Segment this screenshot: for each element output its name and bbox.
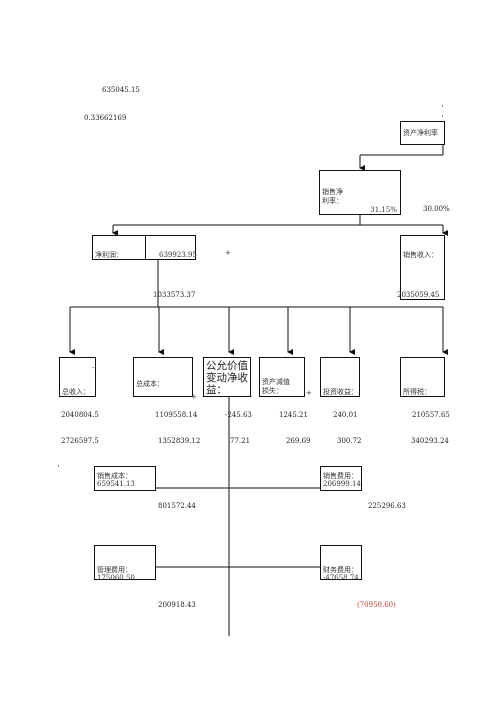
total-cost-box: 总成本： bbox=[133, 357, 193, 397]
net-margin-value: 31.15% bbox=[370, 206, 397, 214]
top-value-2: 0.33662169 bbox=[84, 114, 127, 122]
roa-label: 资产净利率 bbox=[403, 129, 438, 137]
net-profit-value: 639923.95 bbox=[159, 251, 197, 259]
selling-expense-value: 206999.14 bbox=[323, 480, 361, 488]
total-income-label: 总收入： bbox=[62, 388, 90, 396]
impairment-box: 资产减值 损失： bbox=[259, 357, 305, 397]
impairment-current: 1245.21 bbox=[279, 411, 308, 419]
admin-expense-label: 管理费用： bbox=[97, 566, 132, 574]
net-profit-prior: 1033573.37 bbox=[153, 291, 196, 299]
minus-operator-1: - bbox=[92, 364, 95, 372]
cost-of-sales-label: 销售成本： bbox=[97, 472, 132, 480]
cost-of-sales-value: 659541.13 bbox=[97, 480, 135, 488]
finance-expense-prior: (70950.60) bbox=[357, 601, 396, 609]
total-income-prior: 2726597.5 bbox=[61, 437, 99, 445]
net-profit-box: 净利润： 639923.95 bbox=[92, 235, 197, 260]
finance-expense-value: -47658.74 bbox=[323, 574, 359, 582]
impairment-label: 资产减值 损失： bbox=[262, 378, 290, 395]
investment-label: 投资收益： bbox=[323, 388, 358, 396]
minus-operator-3: - bbox=[358, 389, 361, 397]
sales-prior: 2035059.45 bbox=[397, 291, 440, 299]
fair-value-box: 公允价值 变动净收 益： bbox=[203, 357, 251, 397]
admin-expense-prior: 200918.43 bbox=[158, 601, 196, 609]
income-tax-current: 210557.65 bbox=[412, 411, 450, 419]
admin-expense-value: 175060.50 bbox=[97, 574, 135, 582]
finance-expense-label: 财务费用： bbox=[323, 566, 358, 574]
fair-value-current: -245.63 bbox=[225, 411, 252, 419]
cost-of-sales-prior: 801572.44 bbox=[158, 502, 196, 510]
finance-expense-box: 财务费用： -47658.74 bbox=[320, 545, 362, 582]
selling-expense-box: 销售费用： 206999.14 bbox=[320, 466, 362, 491]
roa-box: 资产净利率 bbox=[400, 121, 445, 145]
net-margin-box: 销售净 利率： 31.15% bbox=[319, 170, 401, 215]
total-income-box: 总收入： bbox=[59, 357, 96, 397]
selling-expense-prior: 225296.63 bbox=[368, 502, 406, 510]
total-cost-prior: 1352839.12 bbox=[158, 437, 201, 445]
impairment-prior: 269.69 bbox=[286, 437, 311, 445]
investment-prior: 300.72 bbox=[337, 437, 362, 445]
investment-box: 投资收益： bbox=[320, 357, 360, 397]
plus-operator-3: + bbox=[306, 389, 312, 397]
sales-box: 销售收入： bbox=[400, 235, 445, 300]
minus-operator-2: - bbox=[250, 393, 253, 401]
income-tax-box: 所得税： bbox=[400, 357, 445, 397]
net-margin-label: 销售净 利率： bbox=[322, 188, 343, 205]
total-cost-current: 1109558.14 bbox=[155, 411, 198, 419]
selling-expense-label: 销售费用： bbox=[323, 472, 358, 480]
total-cost-label: 总成本： bbox=[136, 380, 164, 388]
net-profit-divider bbox=[145, 236, 146, 259]
top-value-1: 635045.15 bbox=[102, 86, 140, 94]
admin-expense-box: 管理费用： 175060.50 bbox=[94, 545, 156, 582]
net-margin-right-value: 30.00% bbox=[423, 205, 450, 213]
investment-current: 240.01 bbox=[333, 411, 358, 419]
net-profit-label: 净利润： bbox=[95, 251, 123, 259]
income-tax-prior: 340293.24 bbox=[411, 437, 449, 445]
income-tax-label: 所得税： bbox=[403, 388, 431, 396]
fair-value-prior: 77.21 bbox=[230, 437, 251, 445]
sales-label: 销售收入： bbox=[403, 251, 438, 259]
cost-of-sales-box: 销售成本： 659541.13 bbox=[94, 466, 156, 491]
fair-value-label: 公允价值 变动净收 益： bbox=[206, 360, 248, 396]
plus-operator-1: + bbox=[225, 249, 231, 257]
total-income-current: 2040804.5 bbox=[61, 411, 99, 419]
plus-operator-2: + bbox=[191, 393, 197, 401]
